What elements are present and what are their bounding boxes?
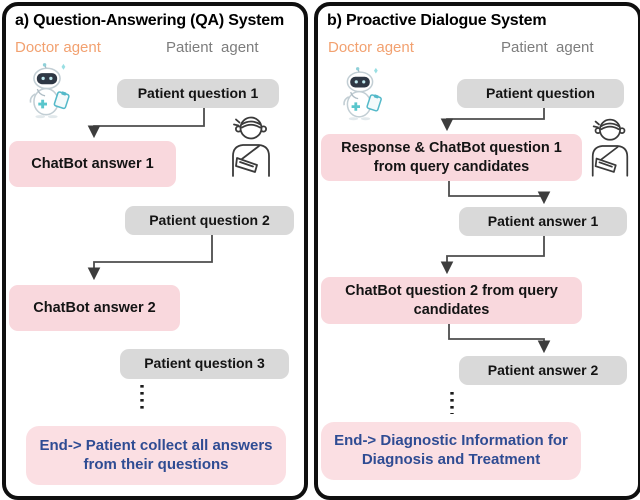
- doctor-robot-icon: [343, 67, 382, 121]
- node-response-chatbot-question-1: Response & ChatBot question 1 from query…: [321, 134, 582, 181]
- node-patient-question-1: Patient question 1: [117, 79, 279, 108]
- node-chatbot-question-2: ChatBot question 2 from query candidates: [321, 277, 582, 324]
- doctor-agent-label: Doctor agent: [328, 39, 414, 56]
- node-chatbot-answer-1: ChatBot answer 1: [9, 141, 176, 187]
- panel-qa-system: a) Question-Answering (QA) System Doctor…: [2, 2, 308, 500]
- node-patient-answer-2: Patient answer 2: [459, 356, 627, 385]
- patient-icon: [232, 116, 270, 177]
- panel-proactive-dialogue: b) Proactive Dialogue System Doctor agen…: [314, 2, 640, 500]
- doctor-robot-icon: [29, 63, 70, 119]
- panel-b-title: b) Proactive Dialogue System: [327, 12, 547, 29]
- patient-agent-label: Patient agent: [501, 39, 594, 56]
- node-end-collect-answers: End-> Patient collect all answers from t…: [26, 426, 286, 485]
- doctor-agent-label: Doctor agent: [15, 39, 101, 56]
- node-patient-question-3: Patient question 3: [120, 349, 289, 379]
- node-patient-question-2: Patient question 2: [125, 206, 294, 235]
- node-patient-question: Patient question: [457, 79, 624, 108]
- node-patient-answer-1: Patient answer 1: [459, 207, 627, 236]
- node-chatbot-answer-2: ChatBot answer 2: [9, 285, 180, 331]
- node-end-diagnostic-info: End-> Diagnostic Information for Diagnos…: [321, 422, 581, 480]
- panel-a-title: a) Question-Answering (QA) System: [15, 12, 284, 29]
- patient-agent-label: Patient agent: [166, 39, 259, 56]
- patient-icon: [591, 118, 629, 177]
